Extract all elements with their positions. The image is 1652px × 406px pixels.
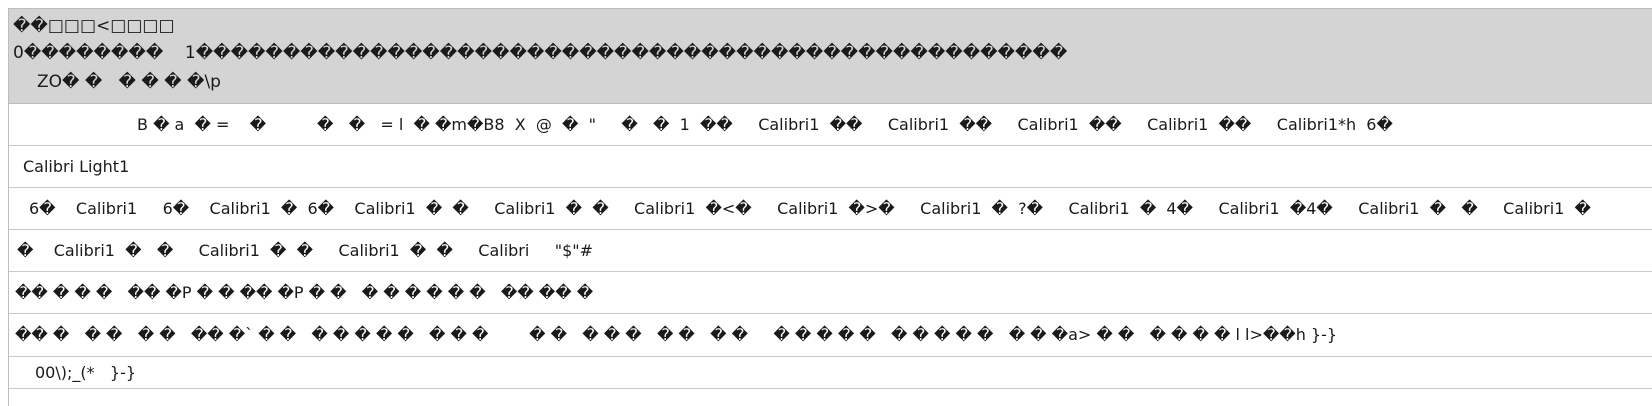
row-2-text: Calibri Light1 bbox=[23, 156, 130, 176]
data-row-8[interactable] bbox=[9, 389, 1652, 406]
row-6-text: �� � � � � � �� �` � � � � � � � � � � �… bbox=[15, 325, 1338, 344]
data-row-5[interactable]: �� � � � �� �P � � �� �P � � � � � � � �… bbox=[9, 272, 1652, 314]
header-line-3: ZO� � � � � �\p bbox=[37, 72, 221, 92]
row-5-text: �� � � � �� �P � � �� �P � � � � � � � �… bbox=[15, 282, 594, 302]
file-header: ��□□□<□□□□ 0�������� 1������������������… bbox=[9, 9, 1652, 104]
row-4-text: � Calibri1 � � Calibri1 � � Calibri1 � �… bbox=[17, 240, 594, 260]
data-row-7[interactable]: 00\);_(* }-} bbox=[9, 357, 1652, 389]
data-row-6[interactable]: �� � � � � � �� �` � � � � � � � � � � �… bbox=[9, 314, 1652, 357]
row-3-text: 6� Calibri1 6� Calibri1 � 6� Calibri1 � … bbox=[29, 198, 1591, 218]
data-row-2[interactable]: Calibri Light1 bbox=[9, 146, 1652, 188]
header-line-1: ��□□□<□□□□ bbox=[13, 16, 175, 36]
data-row-1[interactable]: B � a � = � � � = l � �m�B8 X @ � " � � … bbox=[9, 104, 1652, 146]
row-1-text: B � a � = � � � = l � �m�B8 X @ � " � � … bbox=[137, 114, 1393, 134]
row-7-text: 00\);_(* }-} bbox=[35, 362, 137, 382]
data-row-3[interactable]: 6� Calibri1 6� Calibri1 � 6� Calibri1 � … bbox=[9, 188, 1652, 230]
spreadsheet-view: ��□□□<□□□□ 0�������� 1������������������… bbox=[8, 8, 1652, 406]
header-line-2: 0�������� 1�����������������������������… bbox=[13, 43, 1068, 63]
data-row-4[interactable]: � Calibri1 � � Calibri1 � � Calibri1 � �… bbox=[9, 230, 1652, 272]
